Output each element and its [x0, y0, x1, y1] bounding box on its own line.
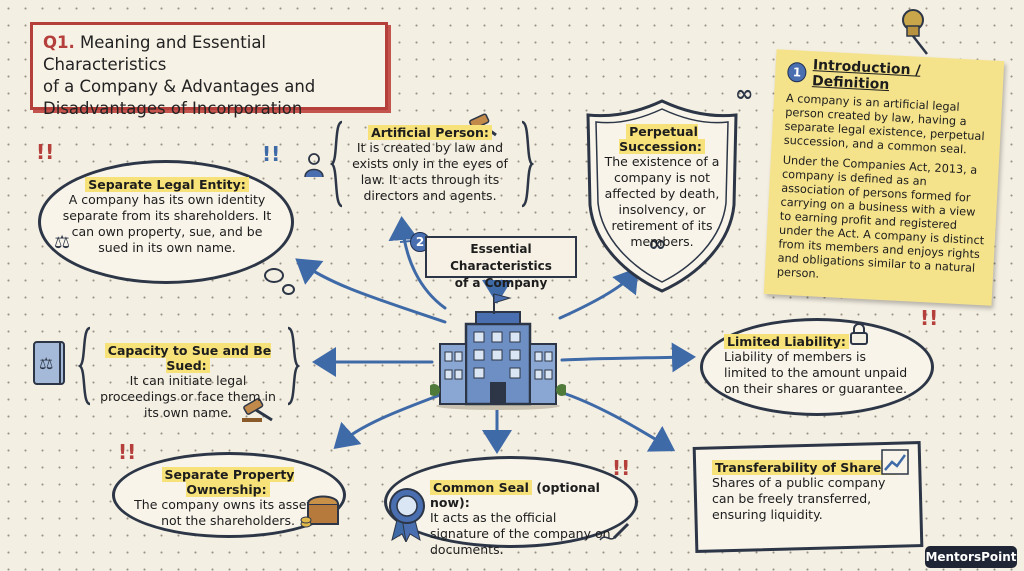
node-perpetual-succession: Perpetual Succession: The existence of a… — [592, 124, 732, 250]
exclamation-icon: !! — [262, 142, 281, 166]
arrow-to-separate-entity — [295, 258, 447, 324]
title-box: Q1. Meaning and Essential Characteristic… — [30, 22, 388, 118]
node-limited-liability: Limited Liability: Liability of members … — [724, 334, 910, 397]
building-icon — [430, 311, 566, 410]
svg-text:⚖: ⚖ — [39, 354, 53, 373]
sue-body: It can initiate legal proceedings or fac… — [100, 373, 276, 420]
arrow-to-artificial — [388, 216, 447, 310]
arrow-to-transfer — [558, 390, 676, 452]
seal-title-suffix: (optional now): — [430, 480, 600, 510]
arrow-to-limited — [560, 342, 696, 373]
title-line-2: of a Company & Advantages and — [43, 77, 316, 96]
node-artificial-person: Artificial Person: It is created by law … — [340, 125, 520, 204]
law-book-icon: ⚖ — [33, 341, 65, 385]
cloud-tail — [282, 284, 295, 295]
center-label-line-1: Essential Characteristics — [450, 242, 552, 273]
center-ribbon: Essential Characteristics of a Company — [425, 236, 577, 290]
intro-paragraph-1: A company is an artificial legal person … — [783, 91, 985, 157]
signature-pen-icon — [599, 522, 630, 541]
infinity-icon: ∞ — [735, 82, 754, 107]
seal-rosette-icon — [389, 488, 425, 542]
intro-sticky-note: 1 Introduction / Definition A company is… — [763, 49, 1005, 306]
property-title: Separate Property Ownership: — [161, 467, 295, 497]
title-line-1: Meaning and Essential Characteristics — [43, 33, 267, 74]
center-label-line-2: of a Company — [454, 276, 548, 290]
growth-chart-icon — [881, 449, 909, 475]
property-body: The company owns its assets, not the sha… — [134, 497, 322, 528]
bracket-left-icon — [78, 326, 91, 406]
brand-logo: MentorsPoint — [925, 546, 1017, 568]
question-number: Q1. — [43, 33, 75, 52]
limited-title: Limited Liability: — [724, 334, 849, 349]
title-line-3: Disadvantages of Incorporation — [43, 99, 303, 118]
limited-body: Liability of members is limited to the a… — [724, 349, 908, 396]
step-number-badge: 1 — [786, 61, 808, 83]
bracket-left-icon — [330, 120, 343, 208]
bracket-right-icon — [521, 120, 534, 208]
seal-body: It acts as the official signature of the… — [430, 510, 611, 557]
padlock-icon — [850, 323, 868, 345]
flag-icon — [493, 293, 512, 314]
node-common-seal: Common Seal (optional now): It acts as t… — [430, 480, 618, 558]
exclamation-icon: !! — [36, 140, 55, 164]
separate-entity-body: A company has its own identity separate … — [62, 192, 272, 255]
artificial-body: It is created by law and exists only in … — [352, 140, 508, 203]
cloud-limited-liability — [700, 318, 934, 416]
bracket-right-icon — [287, 326, 300, 406]
intro-heading: Introduction / Definition — [811, 57, 921, 94]
scales-icon: ⚖ — [54, 232, 71, 253]
seal-title: Common Seal — [430, 480, 532, 495]
exclamation-icon: !! — [612, 456, 631, 480]
sue-title: Capacity to Sue and Be Sued: — [104, 343, 272, 373]
pushpin-icon — [902, 9, 928, 55]
intro-paragraph-2: Under the Companies Act, 2013, a company… — [776, 153, 985, 281]
node-transferability: Transferability of Shares: Shares of a p… — [712, 460, 902, 523]
node-capacity-to-sue: Capacity to Sue and Be Sued: It can init… — [92, 343, 284, 421]
cloud-tail — [264, 268, 284, 283]
gavel-icon — [242, 398, 273, 422]
exclamation-icon: !! — [118, 440, 137, 464]
arrow-to-perpetual — [558, 267, 639, 320]
transfer-title: Transferability of Shares: — [712, 460, 897, 475]
exclamation-icon: !! — [920, 306, 939, 330]
node-separate-property: Separate Property Ownership: The company… — [132, 467, 324, 529]
separate-entity-title: Separate Legal Entity: — [85, 177, 249, 192]
transfer-body: Shares of a public company can be freely… — [712, 475, 886, 522]
artificial-title: Artificial Person: — [368, 125, 492, 140]
infinity-icon: ∞ — [648, 232, 667, 257]
arrow-to-property — [333, 393, 442, 450]
person-icon — [304, 153, 324, 178]
perpetual-body: The existence of a company is not affect… — [604, 154, 720, 249]
treasure-chest-icon — [300, 495, 339, 528]
cloud-common-seal — [384, 456, 638, 548]
perpetual-title: Perpetual Succession: — [619, 124, 705, 154]
node-separate-legal-entity: Separate Legal Entity: A company has its… — [62, 177, 272, 256]
